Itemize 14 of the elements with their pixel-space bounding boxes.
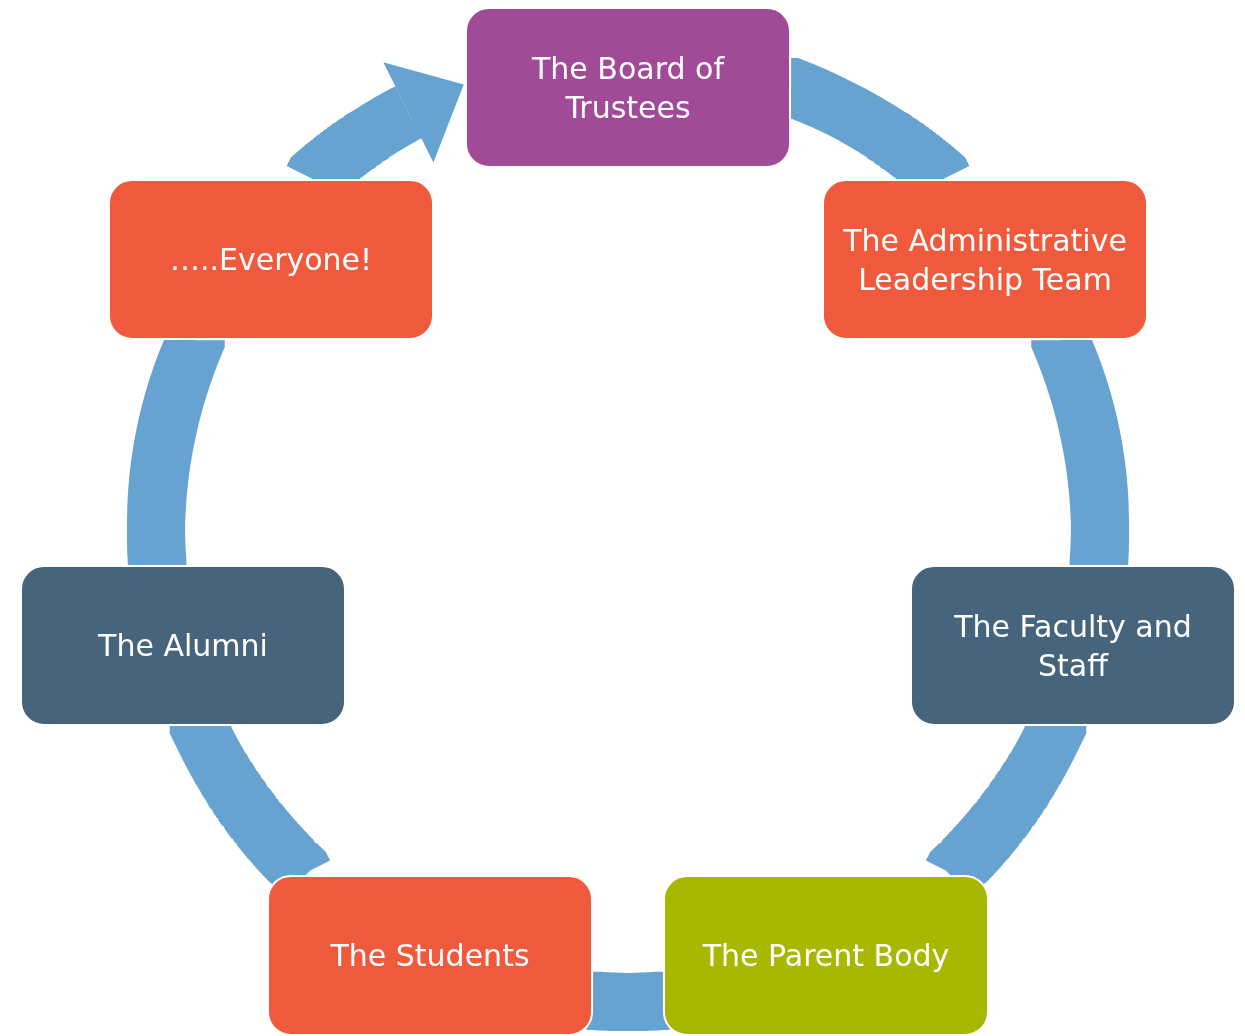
node-label: …..Everyone! <box>169 241 373 279</box>
process-box <box>465 7 791 168</box>
node-label: The Faculty and Staff <box>953 607 1193 685</box>
process-box <box>108 179 434 340</box>
process-box <box>663 875 989 1036</box>
node-label: The Alumni <box>98 627 268 665</box>
process-box <box>822 179 1148 340</box>
process-box <box>910 565 1236 726</box>
node-label: The Parent Body <box>702 937 950 975</box>
process-box <box>267 875 593 1036</box>
node-label: The Students <box>330 937 530 975</box>
node-label: The Administrative Leadership Team <box>842 221 1128 299</box>
node-label: The Board of Trustees <box>531 49 726 127</box>
process-box <box>20 565 346 726</box>
